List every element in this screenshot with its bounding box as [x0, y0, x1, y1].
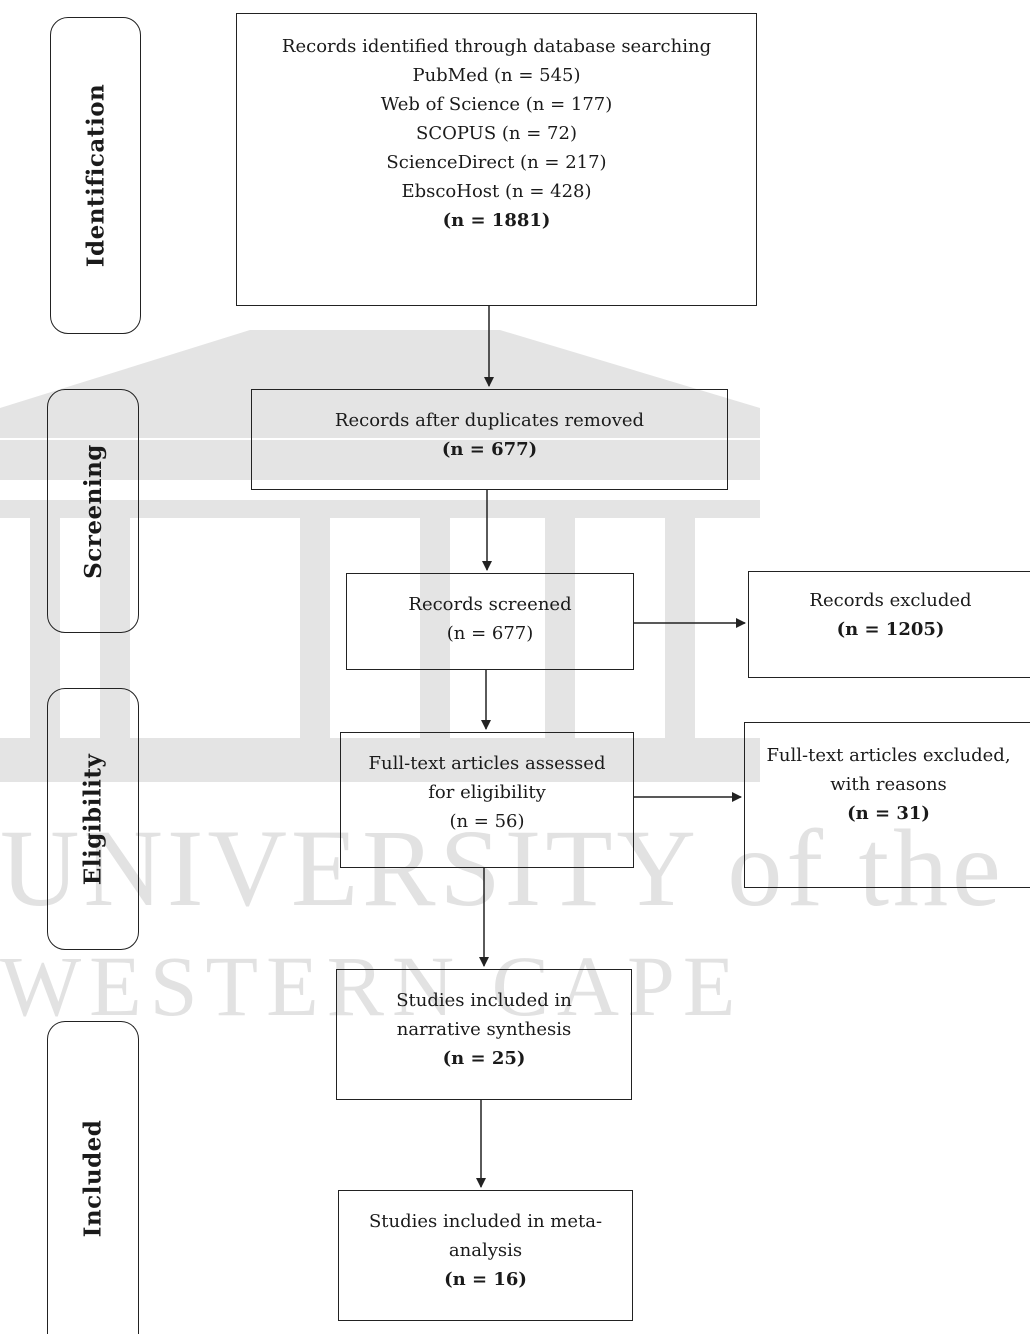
meta-label-2: analysis	[339, 1236, 632, 1265]
identified-total: (n = 1881)	[237, 206, 756, 235]
meta-count: (n = 16)	[339, 1265, 632, 1294]
fulltext-excluded-count: (n = 31)	[745, 799, 1030, 828]
identified-heading: Records identified through database sear…	[237, 32, 756, 61]
box-meta-analysis: Studies included in meta- analysis (n = …	[338, 1190, 633, 1321]
narrative-label-1: Studies included in	[337, 986, 631, 1015]
fulltext-label-2: for eligibility	[341, 778, 633, 807]
stage-eligibility-label: Eligibility	[80, 753, 107, 885]
screened-label: Records screened	[347, 590, 633, 619]
fulltext-excluded-label-1: Full-text articles excluded,	[745, 741, 1030, 770]
fulltext-excluded-label-2: with reasons	[745, 770, 1030, 799]
excluded-count: (n = 1205)	[749, 615, 1030, 644]
stage-included-label: Included	[80, 1119, 107, 1237]
deduplicated-count: (n = 677)	[252, 435, 727, 464]
stage-screening: Screening	[47, 389, 139, 633]
stage-eligibility: Eligibility	[47, 688, 139, 950]
box-records-identified: Records identified through database sear…	[236, 13, 757, 306]
narrative-label-2: narrative synthesis	[337, 1015, 631, 1044]
source-web-of-science: Web of Science (n = 177)	[237, 90, 756, 119]
stage-identification: Identification	[50, 17, 141, 334]
source-pubmed: PubMed (n = 545)	[237, 61, 756, 90]
stage-identification-label: Identification	[82, 84, 109, 268]
screened-count: (n = 677)	[347, 619, 633, 648]
box-after-duplicates: Records after duplicates removed (n = 67…	[251, 389, 728, 490]
box-records-screened: Records screened (n = 677)	[346, 573, 634, 670]
stage-included: Included	[47, 1021, 139, 1334]
meta-label-1: Studies included in meta-	[339, 1207, 632, 1236]
fulltext-label-1: Full-text articles assessed	[341, 749, 633, 778]
box-narrative-synthesis: Studies included in narrative synthesis …	[336, 969, 632, 1100]
source-sciencedirect: ScienceDirect (n = 217)	[237, 148, 756, 177]
stage-screening-label: Screening	[80, 444, 107, 579]
narrative-count: (n = 25)	[337, 1044, 631, 1073]
source-scopus: SCOPUS (n = 72)	[237, 119, 756, 148]
box-fulltext-excluded: Full-text articles excluded, with reason…	[744, 722, 1030, 888]
source-ebscohost: EbscoHost (n = 428)	[237, 177, 756, 206]
box-fulltext-assessed: Full-text articles assessed for eligibil…	[340, 732, 634, 868]
deduplicated-label: Records after duplicates removed	[252, 406, 727, 435]
fulltext-count: (n = 56)	[341, 807, 633, 836]
excluded-label: Records excluded	[749, 586, 1030, 615]
box-records-excluded: Records excluded (n = 1205)	[748, 571, 1030, 678]
